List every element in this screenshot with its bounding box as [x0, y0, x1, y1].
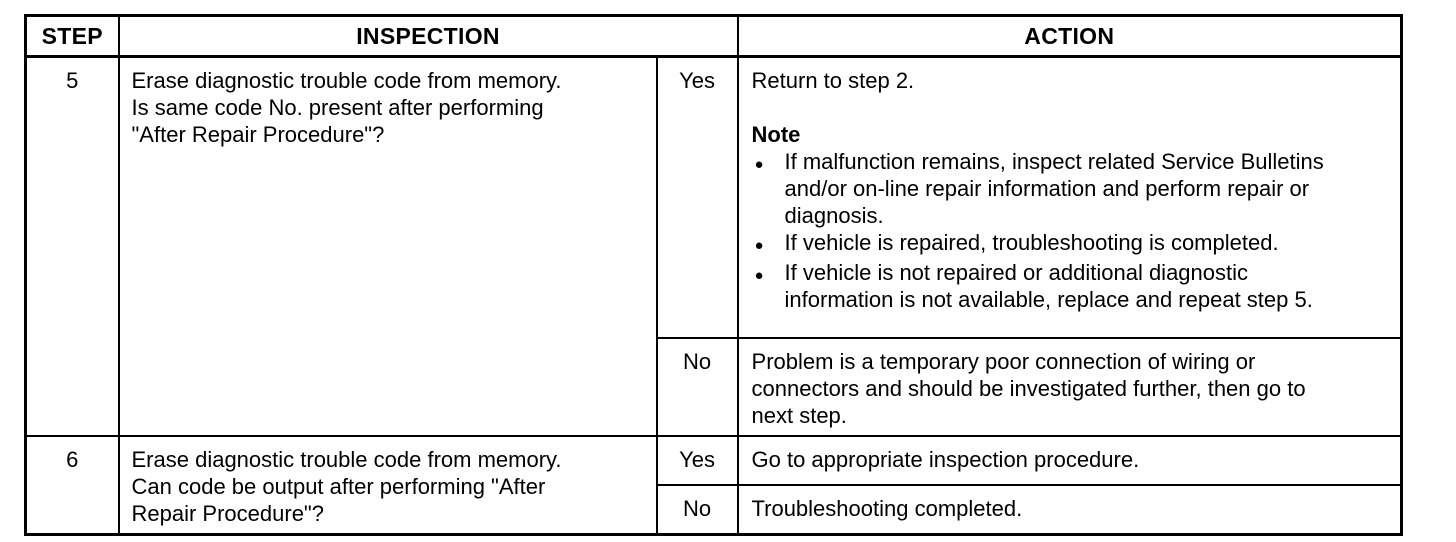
answer-no-cell: No	[655, 336, 739, 437]
action-intro: Return to step 2.	[751, 68, 915, 93]
note-item-text: If vehicle is repaired, troubleshooting …	[784, 230, 1279, 255]
inspection-cell: Erase diagnostic trouble code from memor…	[117, 55, 658, 437]
action-cell: Go to appropriate inspection procedure.	[736, 434, 1403, 486]
note-item-text: If vehicle is not repaired or additional…	[784, 260, 1313, 312]
note-bullet-item: If vehicle is repaired, troubleshooting …	[752, 229, 1389, 259]
table-header-row: STEP INSPECTION ACTION	[24, 14, 1403, 58]
header-action: ACTION	[736, 14, 1403, 58]
table-row: 6 Erase diagnostic trouble code from mem…	[24, 434, 1403, 535]
answer-no-cell: No	[655, 483, 739, 536]
answer-yes-cell: Yes	[655, 55, 739, 339]
table-row: No Problem is a temporary poor connectio…	[26, 336, 1403, 437]
note-label: Note	[751, 122, 801, 147]
action-cell: Problem is a temporary poor connection o…	[736, 336, 1403, 437]
bullet-icon	[752, 148, 785, 178]
bullet-icon	[752, 229, 785, 259]
table-row: No Troubleshooting completed.	[26, 483, 1403, 536]
note-bullet-item: If malfunction remains, inspect related …	[752, 148, 1389, 229]
action-cell: Troubleshooting completed.	[736, 483, 1403, 536]
answer-yes-cell: Yes	[655, 434, 739, 486]
note-bullet-item: If vehicle is not repaired or additional…	[752, 259, 1389, 313]
inspection-cell: Erase diagnostic trouble code from memor…	[117, 434, 658, 535]
table-row: 5 Erase diagnostic trouble code from mem…	[24, 55, 1403, 437]
note-item-text: If malfunction remains, inspect related …	[784, 149, 1324, 228]
header-step: STEP	[24, 14, 120, 58]
action-cell: Return to step 2. Note If malfunction re…	[736, 55, 1403, 339]
note-list: If malfunction remains, inspect related …	[752, 148, 1389, 313]
step-number-cell: 6	[24, 434, 120, 535]
troubleshooting-table: STEP INSPECTION ACTION 5 Erase diagnosti…	[24, 14, 1404, 536]
header-inspection: INSPECTION	[117, 14, 739, 58]
step-number-cell: 5	[24, 55, 120, 437]
bullet-icon	[752, 259, 785, 289]
